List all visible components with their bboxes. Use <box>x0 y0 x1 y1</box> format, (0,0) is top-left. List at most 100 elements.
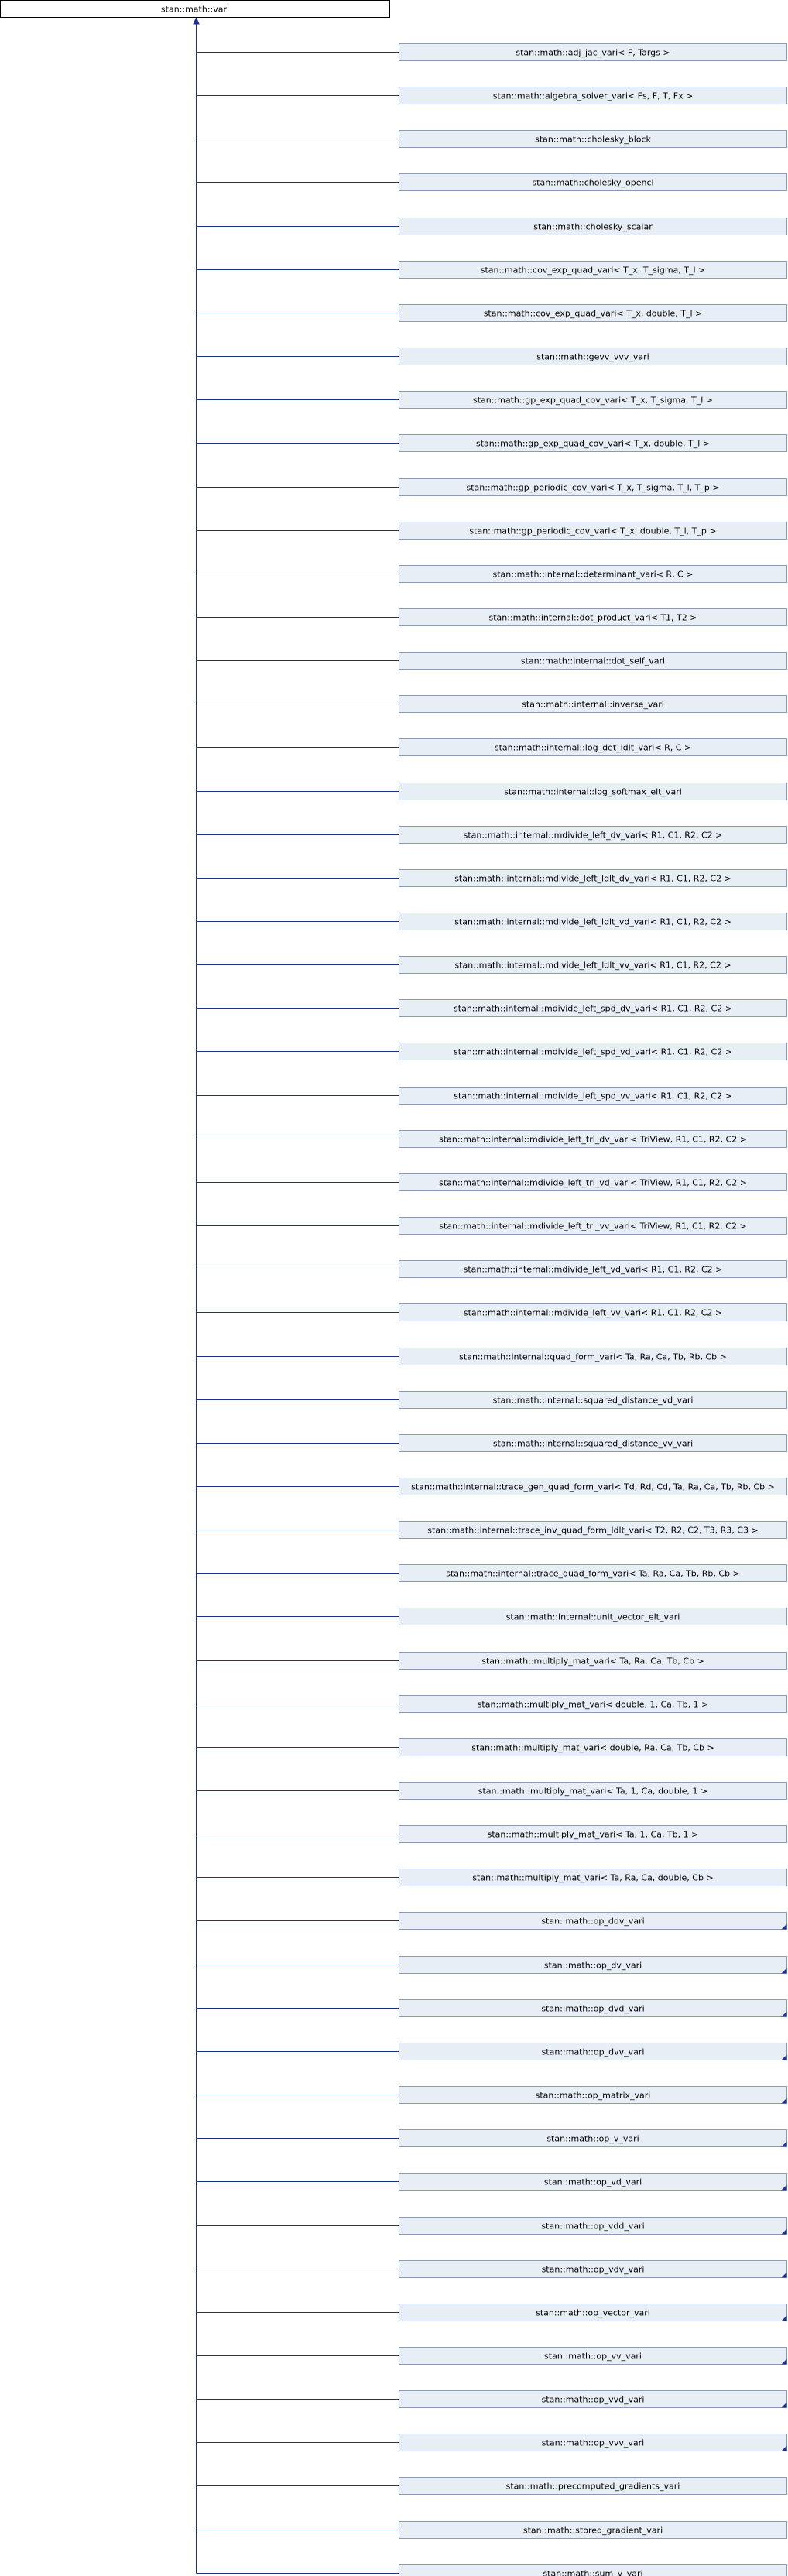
derived-class-node[interactable]: stan::math::internal::mdivide_left_tri_v… <box>399 1217 787 1235</box>
derived-class-box <box>399 869 787 887</box>
derived-class-label: stan::math::op_matrix_vari <box>536 2091 651 2101</box>
derived-class-node[interactable]: stan::math::internal::quad_form_vari< Ta… <box>399 1348 787 1365</box>
derived-class-node[interactable]: stan::math::internal::mdivide_left_ldlt_… <box>399 869 787 887</box>
derived-class-box <box>399 1260 787 1278</box>
derived-class-node[interactable]: stan::math::sum_v_vari <box>399 2564 787 2576</box>
derived-class-node[interactable]: stan::math::multiply_mat_vari< Ta, Ra, C… <box>399 1869 787 1886</box>
base-class-node[interactable]: stan::math::vari <box>0 0 390 18</box>
derived-class-node[interactable]: stan::math::multiply_mat_vari< Ta, 1, Ca… <box>399 1782 787 1800</box>
derived-class-node[interactable]: stan::math::internal::dot_product_vari< … <box>399 608 787 626</box>
more-derived-marker-icon <box>781 2141 787 2147</box>
derived-class-box <box>399 1521 787 1539</box>
derived-class-node[interactable]: stan::math::op_vvd_vari <box>399 2390 787 2408</box>
derived-class-node[interactable]: stan::math::op_vvv_vari <box>399 2434 787 2451</box>
derived-class-label: stan::math::multiply_mat_vari< Ta, 1, Ca… <box>478 1786 708 1797</box>
derived-class-label: stan::math::op_vdv_vari <box>542 2265 645 2275</box>
derived-class-box <box>399 1564 787 1582</box>
derived-class-label: stan::math::cholesky_opencl <box>532 178 653 188</box>
derived-class-node[interactable]: stan::math::internal::squared_distance_v… <box>399 1391 787 1409</box>
derived-class-node[interactable]: stan::math::op_v_vari <box>399 2129 787 2147</box>
derived-class-node[interactable]: stan::math::cov_exp_quad_vari< T_x, T_si… <box>399 261 787 279</box>
derived-class-node[interactable]: stan::math::internal::mdivide_left_spd_v… <box>399 1043 787 1060</box>
derived-class-node[interactable]: stan::math::internal::log_softmax_elt_va… <box>399 783 787 800</box>
derived-class-node[interactable]: stan::math::internal::trace_gen_quad_for… <box>399 1478 787 1495</box>
derived-class-label: stan::math::gp_periodic_cov_vari< T_x, T… <box>466 483 719 493</box>
derived-class-label: stan::math::sum_v_vari <box>543 2569 642 2576</box>
derived-class-node[interactable]: stan::math::internal::mdivide_left_spd_d… <box>399 999 787 1017</box>
derived-class-node[interactable]: stan::math::internal::mdivide_left_tri_d… <box>399 1130 787 1148</box>
derived-class-node[interactable]: stan::math::gp_periodic_cov_vari< T_x, T… <box>399 478 787 496</box>
derived-class-box <box>399 434 787 452</box>
derived-class-label: stan::math::cov_exp_quad_vari< T_x, T_si… <box>481 265 706 276</box>
derived-class-node[interactable]: stan::math::internal::mdivide_left_vd_va… <box>399 1260 787 1278</box>
derived-class-box <box>399 1869 787 1886</box>
derived-class-label: stan::math::gevv_vvv_vari <box>536 352 649 362</box>
derived-class-node[interactable]: stan::math::multiply_mat_vari< double, R… <box>399 1738 787 1756</box>
derived-class-node[interactable]: stan::math::internal::unit_vector_elt_va… <box>399 1608 787 1625</box>
derived-class-node[interactable]: stan::math::cholesky_scalar <box>399 218 787 235</box>
derived-class-label: stan::math::internal::unit_vector_elt_va… <box>506 1612 680 1622</box>
derived-class-node[interactable]: stan::math::internal::trace_quad_form_va… <box>399 1564 787 1582</box>
derived-class-box <box>399 2347 787 2365</box>
derived-class-box <box>399 1087 787 1105</box>
derived-class-node[interactable]: stan::math::internal::squared_distance_v… <box>399 1434 787 1452</box>
derived-class-node[interactable]: stan::math::internal::mdivide_left_tri_v… <box>399 1173 787 1191</box>
more-derived-marker-icon <box>781 2098 787 2104</box>
more-derived-marker-icon <box>781 1923 787 1930</box>
derived-class-node[interactable]: stan::math::op_ddv_vari <box>399 1912 787 1930</box>
derived-class-label: stan::math::internal::mdivide_left_tri_d… <box>439 1135 747 1145</box>
derived-class-label: stan::math::op_vvd_vari <box>542 2395 645 2405</box>
derived-class-label: stan::math::internal::dot_self_vari <box>521 656 665 666</box>
derived-class-box <box>399 783 787 800</box>
derived-class-node[interactable]: stan::math::op_vdv_vari <box>399 2260 787 2278</box>
derived-class-node[interactable]: stan::math::gp_periodic_cov_vari< T_x, d… <box>399 522 787 540</box>
derived-class-box <box>399 173 787 191</box>
derived-class-label: stan::math::op_vector_vari <box>536 2308 650 2318</box>
derived-class-node[interactable]: stan::math::algebra_solver_vari< Fs, F, … <box>399 87 787 104</box>
derived-class-node[interactable]: stan::math::stored_gradient_vari <box>399 2521 787 2539</box>
derived-class-label: stan::math::cov_exp_quad_vari< T_x, doub… <box>484 309 703 319</box>
derived-class-node[interactable]: stan::math::cholesky_block <box>399 130 787 148</box>
derived-class-node[interactable]: stan::math::internal::log_det_ldlt_vari<… <box>399 738 787 756</box>
derived-class-box <box>399 522 787 540</box>
derived-class-node[interactable]: stan::math::op_dv_vari <box>399 1956 787 1974</box>
derived-class-node[interactable]: stan::math::multiply_mat_vari< Ta, 1, Ca… <box>399 1825 787 1843</box>
derived-class-node[interactable]: stan::math::internal::determinant_vari< … <box>399 565 787 583</box>
derived-class-box <box>399 1217 787 1235</box>
derived-class-label: stan::math::multiply_mat_vari< double, 1… <box>478 1700 709 1710</box>
derived-class-node[interactable]: stan::math::gp_exp_quad_cov_vari< T_x, d… <box>399 434 787 452</box>
derived-class-node[interactable]: stan::math::op_vdd_vari <box>399 2217 787 2235</box>
derived-class-node[interactable]: stan::math::internal::mdivide_left_ldlt_… <box>399 913 787 930</box>
derived-class-node[interactable]: stan::math::op_vd_vari <box>399 2173 787 2191</box>
derived-class-node[interactable]: stan::math::cov_exp_quad_vari< T_x, doub… <box>399 304 787 322</box>
derived-class-label: stan::math::internal::mdivide_left_dv_va… <box>464 831 723 841</box>
derived-class-node[interactable]: stan::math::op_matrix_vari <box>399 2086 787 2104</box>
derived-class-node[interactable]: stan::math::op_dvd_vari <box>399 1999 787 2017</box>
derived-class-node[interactable]: stan::math::internal::mdivide_left_dv_va… <box>399 826 787 844</box>
derived-class-box <box>399 1738 787 1756</box>
derived-class-node[interactable]: stan::math::precomputed_gradients_vari <box>399 2477 787 2495</box>
derived-class-node[interactable]: stan::math::internal::mdivide_left_vv_va… <box>399 1303 787 1321</box>
derived-class-box <box>399 565 787 583</box>
derived-class-node[interactable]: stan::math::op_dvv_vari <box>399 2043 787 2060</box>
derived-class-label: stan::math::internal::trace_inv_quad_for… <box>427 1526 758 1536</box>
derived-class-node[interactable]: stan::math::gp_exp_quad_cov_vari< T_x, T… <box>399 391 787 409</box>
derived-class-node[interactable]: stan::math::internal::mdivide_left_ldlt_… <box>399 956 787 974</box>
derived-class-node[interactable]: stan::math::op_vector_vari <box>399 2304 787 2321</box>
derived-class-node[interactable]: stan::math::gevv_vvv_vari <box>399 348 787 365</box>
derived-class-box <box>399 1391 787 1409</box>
more-derived-marker-icon <box>781 2011 787 2017</box>
derived-class-node[interactable]: stan::math::multiply_mat_vari< Ta, Ra, C… <box>399 1652 787 1670</box>
derived-class-node[interactable]: stan::math::adj_jac_vari< F, Targs > <box>399 43 787 61</box>
derived-class-label: stan::math::internal::mdivide_left_ldlt_… <box>454 961 731 971</box>
derived-class-node[interactable]: stan::math::internal::trace_inv_quad_for… <box>399 1521 787 1539</box>
derived-class-node[interactable]: stan::math::internal::mdivide_left_spd_v… <box>399 1087 787 1105</box>
derived-class-node[interactable]: stan::math::op_vv_vari <box>399 2347 787 2365</box>
derived-class-label: stan::math::algebra_solver_vari< Fs, F, … <box>493 91 694 101</box>
derived-class-label: stan::math::internal::determinant_vari< … <box>493 570 694 580</box>
derived-class-node[interactable]: stan::math::internal::dot_self_vari <box>399 652 787 670</box>
derived-class-box <box>399 348 787 365</box>
derived-class-node[interactable]: stan::math::cholesky_opencl <box>399 173 787 191</box>
derived-class-node[interactable]: stan::math::internal::inverse_vari <box>399 695 787 713</box>
derived-class-node[interactable]: stan::math::multiply_mat_vari< double, 1… <box>399 1695 787 1713</box>
